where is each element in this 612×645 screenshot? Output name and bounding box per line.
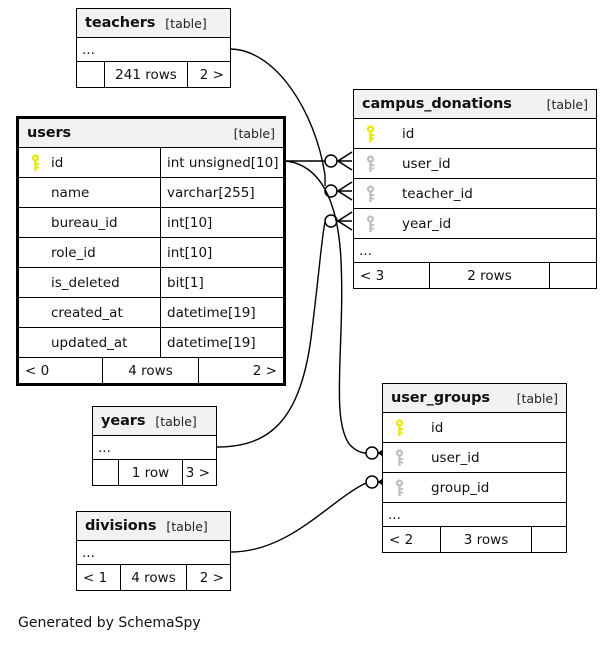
column-type: int[10] [167,244,213,261]
table-row[interactable]: bureau_id int[10] [19,208,283,238]
footer-child-count[interactable]: 2 > [252,362,277,379]
table-row[interactable]: id int unsigned[10] [19,148,283,178]
table-teachers[interactable]: teachers [table] ... 241 rows 2 > [76,8,231,88]
column-name: user_id [402,155,451,172]
column-type: datetime[19] [167,334,256,351]
footer-parent-count[interactable] [77,62,105,87]
table-campus_donations[interactable]: campus_donations [table] id user_id teac… [353,89,597,289]
footer-child-count[interactable] [550,263,596,288]
foreign-key-icon [360,154,380,173]
primary-key-icon [360,124,380,143]
table-row[interactable]: created_at datetime[19] [19,298,283,328]
foreign-key-icon [360,184,380,203]
table-row[interactable]: teacher_id [354,179,596,209]
column-name: teacher_id [402,185,473,202]
footer-row-count: 4 rows [121,565,187,590]
footer-row-count: 3 rows [441,527,532,552]
collapsed-columns-indicator[interactable]: ... [354,239,596,263]
table-row[interactable]: id [354,119,596,149]
column-type: datetime[19] [167,304,256,321]
primary-key-icon [389,418,409,437]
edge-divisions-to-user_groups-group_id [230,472,393,553]
table-row[interactable]: year_id [354,209,596,239]
collapsed-columns-indicator[interactable]: ... [383,503,566,527]
table-tag: [table] [546,96,588,112]
column-name: id [51,154,64,171]
footer-parent-count[interactable]: < 1 [77,565,121,590]
table-footer-user_groups: < 2 3 rows [383,527,566,552]
footer-parent-count[interactable]: < 2 [383,527,441,552]
column-name: id [402,125,415,142]
table-header-users: users [table] [19,119,283,148]
footer-child-count[interactable]: 2 > [199,66,224,83]
column-name: updated_at [51,334,128,351]
table-divisions[interactable]: divisions [table] ... < 1 4 rows 2 > [76,511,231,591]
table-header-divisions: divisions [table] [77,512,230,541]
table-row[interactable]: name varchar[255] [19,178,283,208]
footer-child-count[interactable] [532,527,566,552]
column-name: bureau_id [51,214,118,231]
foreign-key-icon [360,214,380,233]
table-title: divisions [85,518,157,534]
footer-parent-count[interactable] [93,460,119,485]
column-name: role_id [51,244,96,261]
table-tag: [table] [516,390,558,406]
footer-parent-count[interactable]: < 0 [19,358,103,383]
table-tag: [table] [233,125,275,141]
column-type: bit[1] [167,274,204,291]
footer-child-count[interactable]: 2 > [199,569,224,586]
primary-key-icon [25,153,45,172]
table-title: teachers [85,15,156,31]
footer-parent-count[interactable]: < 3 [354,263,430,288]
table-users[interactable]: users [table] id int unsigned[10] name v… [16,116,286,386]
column-name: is_deleted [51,274,120,291]
column-name: id [431,419,444,436]
table-tag: [table] [166,518,208,534]
table-footer-teachers: 241 rows 2 > [77,62,230,87]
column-name: year_id [402,215,452,232]
table-row[interactable]: id [383,413,566,443]
footer-row-count: 1 row [119,460,183,485]
column-name: created_at [51,304,123,321]
collapsed-columns-indicator[interactable]: ... [77,38,230,62]
table-header-years: years [table] [93,407,216,436]
table-row[interactable]: is_deleted bit[1] [19,268,283,298]
foreign-key-icon [389,478,409,497]
table-row[interactable]: updated_at datetime[19] [19,328,283,358]
table-header-campus_donations: campus_donations [table] [354,90,596,119]
generated-by-note: Generated by SchemaSpy [18,615,201,631]
table-tag: [table] [155,413,197,429]
table-footer-campus_donations: < 3 2 rows [354,263,596,288]
collapsed-columns-indicator[interactable]: ... [93,436,216,460]
table-row[interactable]: user_id [383,443,566,473]
table-footer-divisions: < 1 4 rows 2 > [77,565,230,590]
footer-row-count: 4 rows [103,358,199,383]
column-name: user_id [431,449,480,466]
footer-row-count: 241 rows [105,62,188,87]
table-footer-years: 1 row 3 > [93,460,216,485]
table-title: campus_donations [362,96,512,112]
table-header-user_groups: user_groups [table] [383,384,566,413]
foreign-key-icon [389,448,409,467]
column-name: group_id [431,479,490,496]
collapsed-columns-indicator[interactable]: ... [77,541,230,565]
table-years[interactable]: years [table] ... 1 row 3 > [92,406,217,486]
table-title: user_groups [391,390,490,406]
table-row[interactable]: group_id [383,473,566,503]
column-type: int unsigned[10] [167,154,279,171]
edge-users-id-to-campus_donations-user_id [286,151,353,171]
footer-row-count: 2 rows [430,263,550,288]
table-title: users [27,125,72,141]
table-tag: [table] [165,15,207,31]
table-user_groups[interactable]: user_groups [table] id user_id group_id … [382,383,567,553]
column-name: name [51,184,90,201]
column-type: int[10] [167,214,213,231]
table-header-teachers: teachers [table] [77,9,230,38]
column-type: varchar[255] [167,184,255,201]
table-footer-users: < 0 4 rows 2 > [19,358,283,383]
table-row[interactable]: user_id [354,149,596,179]
footer-child-count[interactable]: 3 > [185,464,210,481]
table-row[interactable]: role_id int[10] [19,238,283,268]
table-title: years [101,413,146,429]
